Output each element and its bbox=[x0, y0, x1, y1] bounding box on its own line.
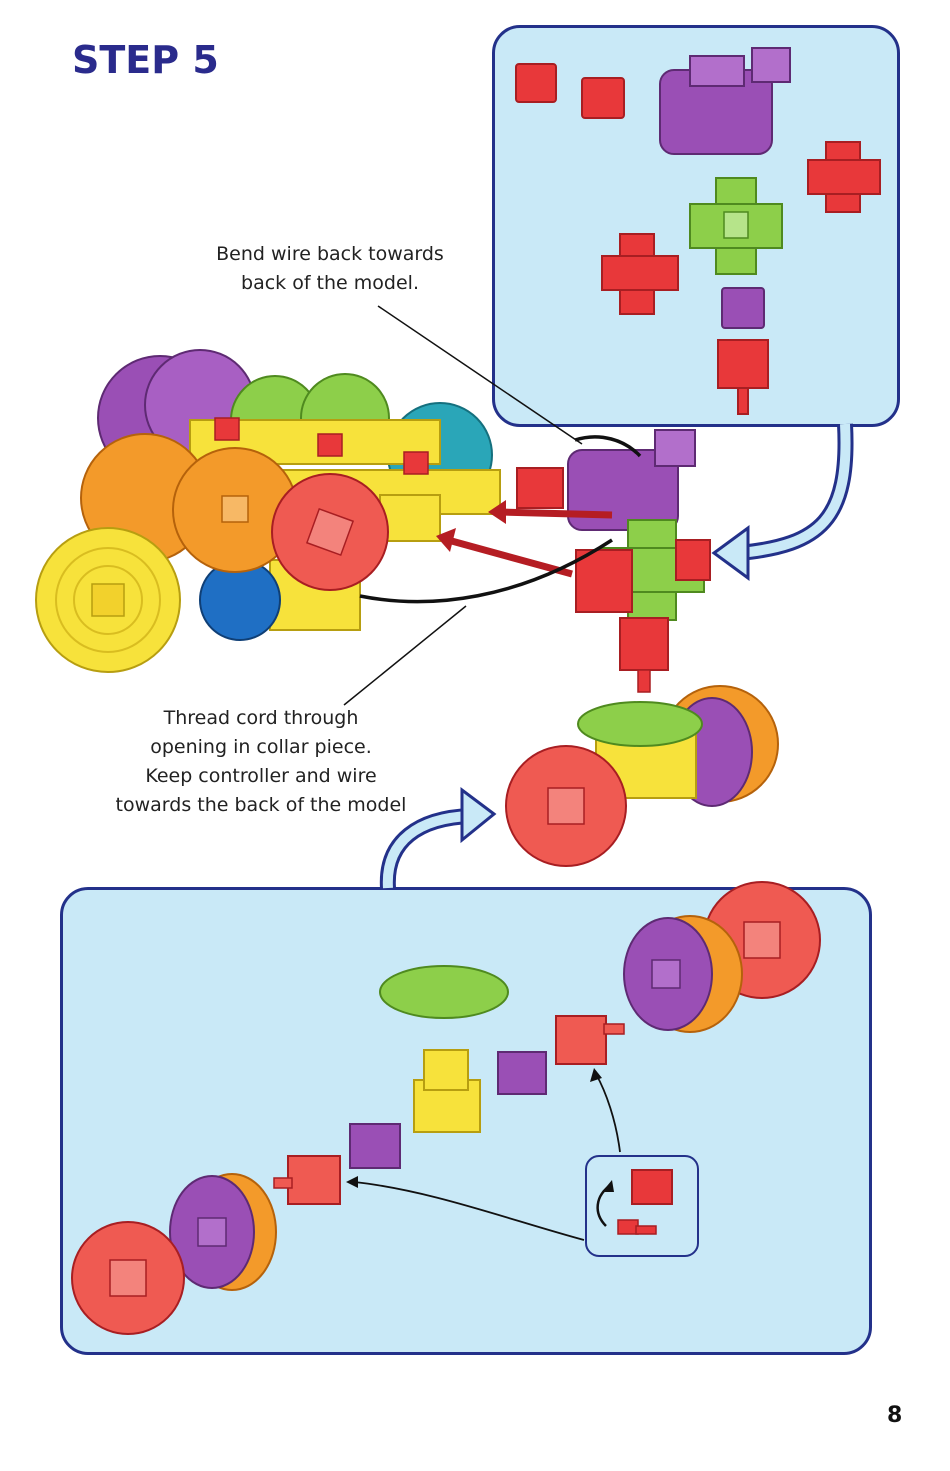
bend-wire-note: Bend wire back towards back of the model… bbox=[180, 240, 480, 298]
bend-wire-line-2: back of the model. bbox=[180, 269, 480, 298]
bottom-panel-parts bbox=[72, 882, 820, 1334]
thread-cord-note: Thread cord through opening in collar pi… bbox=[96, 704, 426, 820]
controller-assembly bbox=[517, 430, 710, 692]
flip-inset-content bbox=[598, 1170, 672, 1234]
top-panel-parts bbox=[516, 48, 880, 414]
red-cube-2 bbox=[582, 78, 624, 118]
red-cross-connector-right bbox=[808, 142, 880, 212]
page-number: 8 bbox=[887, 1403, 902, 1428]
thread-line-4: towards the back of the model bbox=[96, 791, 426, 820]
bend-wire-line-1: Bend wire back towards bbox=[180, 240, 480, 269]
green-gear-flat bbox=[380, 966, 508, 1018]
thread-line-1: Thread cord through bbox=[96, 704, 426, 733]
red-axle-piece bbox=[718, 340, 768, 414]
green-cross-connector bbox=[690, 178, 782, 274]
top-curved-arrow bbox=[740, 424, 846, 553]
purple-small-cube bbox=[722, 288, 764, 328]
thread-line-2: opening in collar piece. bbox=[96, 733, 426, 762]
leader-line-thread bbox=[344, 606, 466, 705]
thread-line-3: Keep controller and wire bbox=[96, 762, 426, 791]
middle-gear-assembly bbox=[506, 686, 778, 866]
red-cube-1 bbox=[516, 64, 556, 102]
red-cross-connector-left bbox=[602, 234, 678, 314]
main-model bbox=[36, 350, 500, 672]
